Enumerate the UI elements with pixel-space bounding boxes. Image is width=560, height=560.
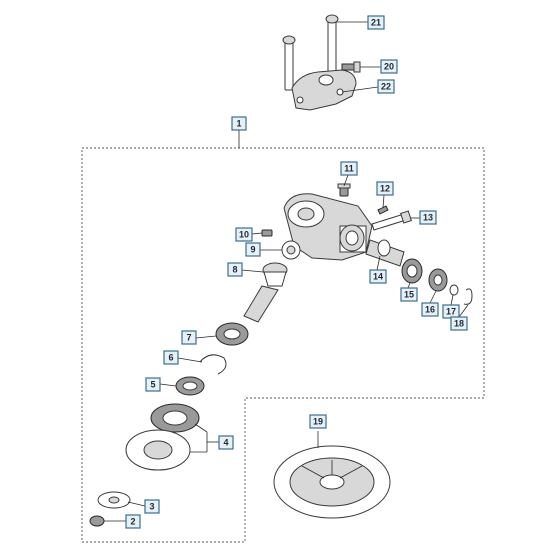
svg-text:8: 8 bbox=[232, 265, 237, 275]
callout-6: 6 bbox=[163, 350, 179, 365]
callout-20: 20 bbox=[380, 59, 398, 74]
leader-lines bbox=[104, 21, 469, 522]
callout-9: 9 bbox=[245, 242, 261, 257]
callout-12: 12 bbox=[376, 181, 394, 196]
bracket-assembly bbox=[282, 14, 361, 111]
callout-18: 18 bbox=[450, 316, 468, 331]
callout-14: 14 bbox=[369, 269, 387, 284]
bearing-15 bbox=[401, 258, 423, 284]
shaft-8 bbox=[243, 285, 279, 323]
svg-text:5: 5 bbox=[150, 380, 155, 390]
guard-cup-19 bbox=[273, 445, 391, 519]
cover-4 bbox=[125, 403, 200, 471]
callout-2: 2 bbox=[125, 514, 141, 529]
callout-10: 10 bbox=[235, 227, 253, 242]
bearing-7 bbox=[215, 322, 249, 346]
callout-22: 22 bbox=[377, 79, 395, 94]
circlip-18 bbox=[463, 288, 473, 305]
svg-text:21: 21 bbox=[371, 18, 381, 28]
svg-text:7: 7 bbox=[186, 333, 191, 343]
callout-7: 7 bbox=[181, 330, 197, 345]
circlip-17 bbox=[449, 284, 459, 296]
svg-text:1: 1 bbox=[236, 119, 241, 129]
svg-text:17: 17 bbox=[446, 307, 456, 317]
svg-text:15: 15 bbox=[404, 290, 414, 300]
bearing-5 bbox=[175, 376, 205, 396]
svg-text:19: 19 bbox=[313, 417, 323, 427]
bolt-left bbox=[282, 35, 296, 91]
input-shaft-14 bbox=[365, 239, 405, 267]
callout-4: 4 bbox=[218, 435, 234, 450]
callout-17: 17 bbox=[442, 304, 460, 319]
svg-text:13: 13 bbox=[423, 213, 433, 223]
svg-text:18: 18 bbox=[454, 319, 464, 329]
svg-text:9: 9 bbox=[250, 245, 255, 255]
pinion-8 bbox=[262, 262, 288, 287]
svg-text:10: 10 bbox=[239, 230, 249, 240]
bearing-16 bbox=[428, 268, 448, 292]
clamp-bracket bbox=[291, 69, 357, 111]
svg-text:22: 22 bbox=[381, 82, 391, 92]
svg-text:4: 4 bbox=[223, 438, 228, 448]
svg-text:14: 14 bbox=[373, 272, 383, 282]
callout-8: 8 bbox=[227, 262, 243, 277]
callout-11: 11 bbox=[340, 161, 358, 176]
svg-text:16: 16 bbox=[425, 305, 435, 315]
gear-housing bbox=[283, 193, 373, 261]
callout-1: 1 bbox=[231, 116, 247, 131]
screw-20 bbox=[341, 61, 361, 73]
svg-text:2: 2 bbox=[130, 517, 135, 527]
callout-5: 5 bbox=[145, 377, 161, 392]
callout-16: 16 bbox=[421, 302, 439, 317]
circlip-6 bbox=[199, 354, 227, 375]
callout-21: 21 bbox=[367, 15, 385, 30]
callout-15: 15 bbox=[400, 287, 418, 302]
callout-13: 13 bbox=[419, 210, 437, 225]
svg-text:6: 6 bbox=[168, 353, 173, 363]
screw-10 bbox=[261, 229, 273, 237]
washer-9 bbox=[281, 240, 301, 260]
assembly-boundary bbox=[81, 147, 485, 543]
svg-text:11: 11 bbox=[344, 164, 354, 174]
callout-19: 19 bbox=[309, 414, 327, 429]
washer-3 bbox=[97, 491, 131, 509]
svg-text:3: 3 bbox=[149, 502, 154, 512]
bolt-13 bbox=[371, 210, 412, 231]
callout-3: 3 bbox=[144, 499, 160, 514]
nut-2 bbox=[89, 515, 105, 527]
bolt-right bbox=[325, 14, 339, 83]
svg-text:12: 12 bbox=[380, 184, 390, 194]
svg-text:20: 20 bbox=[384, 62, 394, 72]
